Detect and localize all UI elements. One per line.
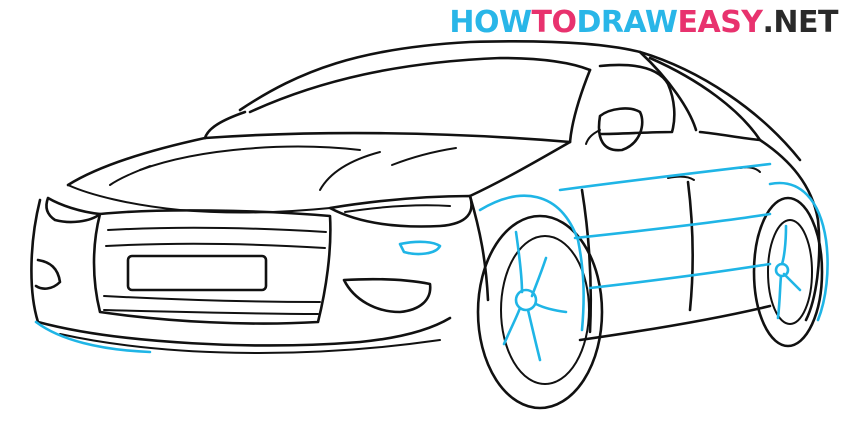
rear-hub xyxy=(774,262,790,278)
rear-spoke-2 xyxy=(782,272,802,292)
door-rear-line xyxy=(686,180,695,312)
left-fog-vent xyxy=(34,258,62,290)
rear-window xyxy=(648,56,762,142)
hood-crease-3 xyxy=(319,151,381,191)
right-headlight xyxy=(328,194,473,228)
windshield-left-pillar xyxy=(203,110,247,140)
front-window xyxy=(598,63,676,136)
front-spoke-1 xyxy=(514,230,524,294)
hood-crease-2 xyxy=(109,165,151,186)
right-fog-vent xyxy=(342,277,432,314)
hood-crease-4 xyxy=(391,147,457,166)
front-spoke-4 xyxy=(526,308,542,362)
rear-spoke-3 xyxy=(776,274,783,320)
hood-outline-left xyxy=(66,136,207,187)
side-mirror xyxy=(597,107,644,152)
license-plate xyxy=(126,254,268,292)
hood-crease-1 xyxy=(139,145,361,171)
grille-bar-4 xyxy=(103,309,319,315)
front-fender xyxy=(468,194,490,302)
logo-part-net: .NET xyxy=(762,5,839,40)
front-hub xyxy=(514,288,538,312)
right-headlight-inner xyxy=(344,204,451,213)
logo-part-to: TO xyxy=(531,5,577,40)
side-marker xyxy=(398,240,442,256)
rear-quarter xyxy=(758,138,821,322)
front-spoke-5 xyxy=(502,306,522,346)
grille-bar-1 xyxy=(107,226,327,233)
front-wheel-arch xyxy=(478,194,585,332)
front-wheel-rim xyxy=(500,235,590,385)
front-wheel-tire xyxy=(476,214,604,410)
door-handle-front xyxy=(667,175,695,181)
logo-part-easy: EASY xyxy=(677,5,763,40)
rear-wheel-rim xyxy=(767,219,813,325)
door-front-line xyxy=(580,188,593,334)
body-line-upper xyxy=(558,162,772,192)
rocker-panel xyxy=(578,304,772,342)
rear-spoke-1 xyxy=(780,224,788,266)
front-spoke-2 xyxy=(530,256,548,298)
b-pillar xyxy=(638,50,698,132)
front-spoke-3 xyxy=(534,302,568,314)
logo-part-draw: DRAW xyxy=(576,5,678,40)
a-pillar xyxy=(568,68,592,144)
grille-bar-2 xyxy=(105,242,326,249)
grille-outline xyxy=(92,209,332,325)
logo-part-how: HOW xyxy=(449,5,532,40)
windshield-top xyxy=(248,56,592,114)
rear-wheel-arch xyxy=(768,181,829,322)
left-headlight xyxy=(45,196,102,224)
front-bumper xyxy=(30,198,452,347)
windshield-base xyxy=(203,131,572,144)
rear-wheel-tire xyxy=(752,196,824,348)
hood-outline-right xyxy=(468,140,572,198)
site-logo: HOWTODRAWEASY.NET xyxy=(449,8,838,38)
roof-line xyxy=(238,40,802,162)
front-bumper-edge xyxy=(34,320,152,354)
body-line-lower xyxy=(588,262,772,290)
grille-bar-3 xyxy=(103,295,321,303)
lower-lip xyxy=(59,333,441,354)
mirror-stem xyxy=(585,129,601,145)
body-line-middle xyxy=(573,212,772,240)
